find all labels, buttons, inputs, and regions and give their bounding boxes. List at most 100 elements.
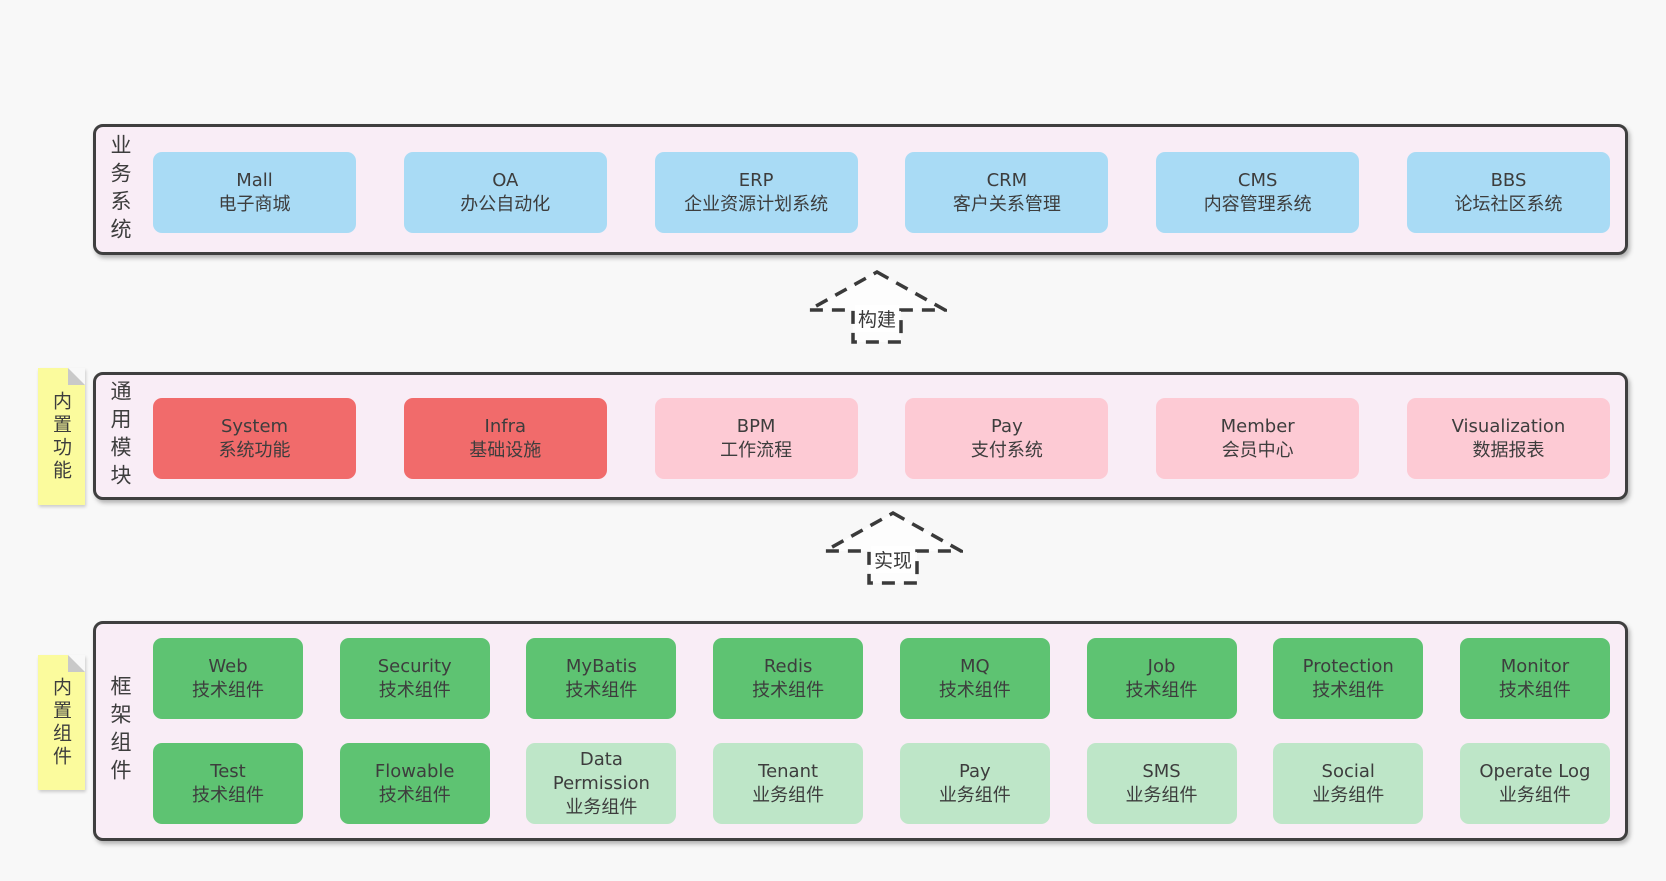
box-title: ERP [738,169,774,191]
box-visualization: Visualization 数据报表 [1406,398,1610,479]
box-title: Infra [484,415,527,437]
box-subtitle: 技术组件 [192,679,264,701]
box-subtitle: 会员中心 [1221,439,1294,461]
box-title: Flowable [374,760,455,782]
box-title: OA [492,169,519,191]
sticky-note-builtin-components: 内置组件 [38,655,85,790]
box-subtitle: 工作流程 [720,439,793,461]
box-subtitle: 业务组件 [565,796,638,818]
box-subtitle: 业务组件 [1498,784,1571,806]
framework-components-row-2: Test 技术组件 Flowable 技术组件 Data Permission … [153,743,1610,824]
box-mq: MQ 技术组件 [899,638,1050,719]
box-cms: CMS 内容管理系统 [1156,152,1360,233]
sticky-note-builtin-features: 内置功能 [38,368,85,505]
box-mybatis: MyBatis 技术组件 [526,638,677,719]
box-subtitle: 技术组件 [192,784,264,806]
box-subtitle: 技术组件 [565,679,638,701]
box-crm: CRM 客户关系管理 [905,152,1109,233]
box-redis: Redis 技术组件 [713,638,864,719]
sticky-note-text: 内置功能 [50,390,72,483]
box-oa: OA 办公自动化 [403,152,607,233]
common-modules-row: System 系统功能 Infra 基础设施 BPM 工作流程 Pay 支付系统… [153,398,1610,479]
box-bbs: BBS 论坛社区系统 [1406,152,1610,233]
box-title: Pay [958,760,991,782]
box-subtitle: 办公自动化 [460,193,551,215]
box-mall: Mall 电子商城 [153,152,356,233]
box-security: Security 技术组件 [339,638,490,719]
box-title: Monitor [1500,655,1570,677]
box-pay-component: Pay 业务组件 [899,743,1050,824]
box-title: Protection [1302,655,1394,677]
box-title: Data Permission [552,748,650,794]
box-job: Job 技术组件 [1086,638,1237,719]
box-subtitle: 电子商城 [218,193,291,215]
box-title: Operate Log [1479,760,1591,782]
box-title: Web [208,655,248,677]
box-title: Job [1147,655,1176,677]
framework-components-panel: 框架组件 Web 技术组件 Security 技术组件 MyBatis 技术组件… [93,621,1628,841]
box-title: Visualization [1451,415,1566,437]
box-subtitle: 技术组件 [1312,679,1385,701]
box-title: System [220,415,289,437]
implement-arrow: 实现 [823,510,963,586]
box-title: Social [1321,760,1375,782]
box-title: BBS [1490,169,1527,191]
box-erp: ERP 企业资源计划系统 [654,152,858,233]
box-title: Test [210,760,246,782]
box-title: MyBatis [565,655,637,677]
box-title: Pay [991,415,1023,437]
box-subtitle: 客户关系管理 [952,193,1061,215]
box-subtitle: 系统功能 [218,439,291,461]
box-subtitle: 技术组件 [1498,679,1571,701]
build-arrow: 构建 [807,269,947,345]
common-modules-panel: 通用模块 System 系统功能 Infra 基础设施 BPM 工作流程 Pay… [93,372,1628,500]
business-systems-row: Mall 电子商城 OA 办公自动化 ERP 企业资源计划系统 CRM 客户关系… [153,152,1610,233]
box-member: Member 会员中心 [1156,398,1360,479]
box-tenant: Tenant 业务组件 [713,743,864,824]
box-test: Test 技术组件 [153,743,303,824]
box-protection: Protection 技术组件 [1273,638,1424,719]
business-systems-panel: 业务系统 Mall 电子商城 OA 办公自动化 ERP 企业资源计划系统 CRM… [93,124,1628,255]
box-subtitle: 业务组件 [1312,784,1385,806]
box-subtitle: 技术组件 [1125,679,1198,701]
box-bpm: BPM 工作流程 [654,398,858,479]
box-subtitle: 企业资源计划系统 [684,193,829,215]
box-system: System 系统功能 [153,398,356,479]
box-web: Web 技术组件 [153,638,303,719]
box-title: CRM [986,169,1028,191]
box-flowable: Flowable 技术组件 [339,743,490,824]
box-subtitle: 论坛社区系统 [1454,193,1563,215]
box-title: Security [377,655,452,677]
implement-arrow-label: 实现 [870,546,916,573]
box-infra: Infra 基础设施 [403,398,607,479]
box-social: Social 业务组件 [1273,743,1424,824]
box-subtitle: 数据报表 [1472,439,1545,461]
box-title: Redis [763,655,813,677]
box-subtitle: 技术组件 [938,679,1011,701]
box-subtitle: 技术组件 [752,679,825,701]
box-pay-system: Pay 支付系统 [905,398,1109,479]
box-title: SMS [1142,760,1181,782]
box-title: BPM [736,415,776,437]
box-title: CMS [1237,169,1278,191]
box-subtitle: 技术组件 [378,679,451,701]
box-subtitle: 技术组件 [378,784,451,806]
box-subtitle: 业务组件 [1125,784,1198,806]
framework-components-label: 框架组件 [108,675,132,787]
box-subtitle: 内容管理系统 [1203,193,1312,215]
box-title: MQ [959,655,990,677]
box-title: Member [1220,415,1295,437]
build-arrow-label: 构建 [854,305,900,332]
business-systems-label: 业务系统 [108,133,132,246]
box-title: Mall [236,169,273,191]
sticky-note-text: 内置组件 [50,676,72,769]
box-subtitle: 业务组件 [752,784,825,806]
box-subtitle: 基础设施 [469,439,542,461]
box-data-permission: Data Permission 业务组件 [526,743,677,824]
framework-components-row-1: Web 技术组件 Security 技术组件 MyBatis 技术组件 Redi… [153,638,1610,719]
box-monitor: Monitor 技术组件 [1459,638,1610,719]
box-subtitle: 业务组件 [938,784,1011,806]
box-subtitle: 支付系统 [970,439,1043,461]
common-modules-label: 通用模块 [108,380,132,492]
box-title: Tenant [758,760,819,782]
